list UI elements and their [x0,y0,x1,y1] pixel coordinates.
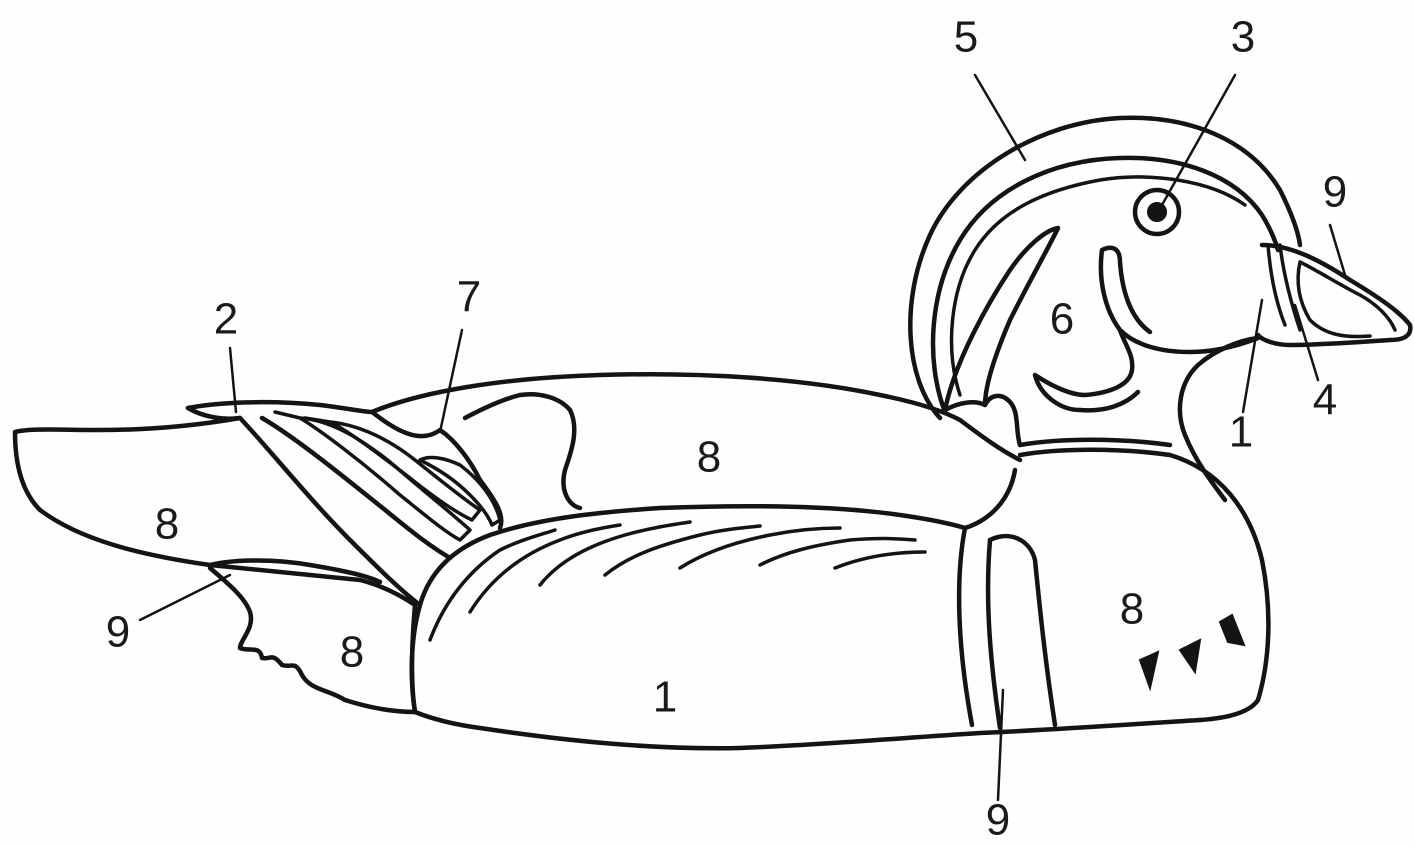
chin-strap [985,248,1258,445]
neck-line [1020,440,1170,445]
flank-feather-2 [470,525,620,612]
tail-outline [15,418,415,605]
label-side-flank: 1 [653,673,677,722]
back-scapular-line [465,394,580,508]
breast-band-right [990,536,1055,725]
labels: 5 3 9 6 4 1 2 7 8 8 9 8 1 8 9 [106,13,1347,845]
label-breast-band: 9 [986,796,1010,845]
breast-spot-2 [1180,640,1200,672]
leader-7 [440,330,462,432]
leader-9-tail [140,575,230,620]
label-eye: 3 [1231,13,1255,62]
breast-band-left [988,540,1000,728]
eye-pupil [1148,203,1166,221]
label-back: 8 [697,433,721,482]
breast-spot-1 [1140,652,1158,688]
label-head-crown: 5 [954,13,978,62]
undertail-edge [412,605,415,712]
flank-feather-6 [760,539,915,566]
bill [1258,245,1410,345]
label-undertail-coverts: 8 [340,628,364,677]
wing [188,402,501,605]
label-wing-tip: 2 [214,295,238,344]
head-outline [910,118,1300,418]
label-breast: 8 [1120,585,1144,634]
flank-feather-7 [835,552,925,568]
label-tertial: 7 [457,273,481,322]
label-tail-under: 9 [106,608,130,657]
label-bill-tip: 9 [1323,168,1347,217]
duck-body [372,374,1268,748]
bill-base-band [1268,245,1300,330]
label-tail: 8 [155,500,179,549]
label-throat: 1 [1229,408,1253,457]
label-face: 6 [1050,295,1074,344]
breast-spot-3 [1220,615,1244,645]
label-bill-base: 4 [1313,376,1337,425]
cheek-white-patch [945,228,1058,410]
leader-5 [975,75,1025,160]
belly-outline [415,712,1200,748]
flank-feather-3 [540,522,690,585]
eye [1135,190,1179,234]
leader-1-throat [1243,300,1262,412]
